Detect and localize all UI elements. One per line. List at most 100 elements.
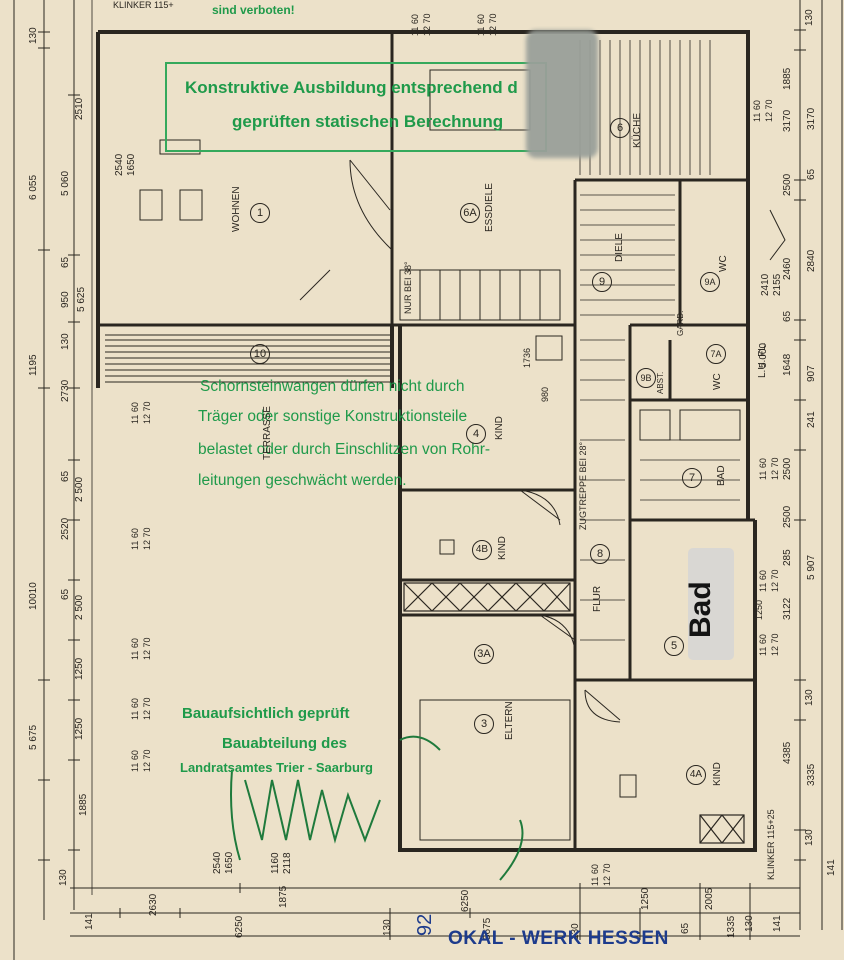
dim-right-11: 241 bbox=[806, 411, 817, 428]
room-7a-name: WC bbox=[712, 373, 723, 390]
dim-left-inner-12: 1250 bbox=[74, 717, 85, 740]
dim-misc-3: 2118 bbox=[282, 852, 293, 874]
dim-right-2: 3170 bbox=[782, 109, 793, 132]
dim-bottom-10: 2005 bbox=[704, 887, 715, 910]
dim-misc-9: 1250 bbox=[754, 599, 764, 620]
room-4b-name: KIND bbox=[497, 536, 508, 560]
room-10-name: TERRASSE bbox=[262, 406, 273, 460]
dim-bottom-8: 1250 bbox=[640, 887, 651, 910]
bad-label: Bad bbox=[684, 581, 717, 638]
dim-left-inner-6: 2 500 bbox=[74, 476, 85, 502]
dim-left-inner-9: 65 bbox=[60, 588, 71, 600]
dim-height-b: 12 70 bbox=[142, 401, 152, 424]
room-4-name: KIND bbox=[494, 416, 505, 440]
room-8-number: 8 bbox=[590, 544, 610, 564]
room-6a-number: 6A bbox=[460, 203, 480, 223]
room-9a-name: WC bbox=[718, 255, 729, 272]
room-4-number: 4 bbox=[466, 424, 486, 444]
room-9b-number: 9B bbox=[636, 368, 656, 388]
dim-bottom-4: 130 bbox=[382, 919, 393, 936]
dim-right-10: 907 bbox=[806, 365, 817, 382]
company-name: OKAL - WERK HESSEN bbox=[448, 928, 669, 949]
redacted-patch bbox=[526, 30, 598, 158]
klinker-top-label: KLINKER 115+ bbox=[113, 0, 174, 10]
dim-bottom-9: 65 bbox=[680, 922, 691, 934]
dim-height-n: 12 70 bbox=[770, 457, 780, 480]
dim-height-u: 11 60 bbox=[410, 14, 420, 36]
dim-height-r: 12 70 bbox=[770, 633, 780, 656]
dim-bottom-0: 141 bbox=[84, 913, 95, 930]
dim-left-outer-6: 1885 bbox=[78, 793, 89, 816]
dim-bottom-3: 1875 bbox=[278, 885, 289, 908]
dim-bottom-11: 1335 bbox=[726, 915, 737, 938]
dim-misc-4: 1736 bbox=[522, 347, 532, 368]
dim-left-outer-0: 130 bbox=[28, 27, 39, 44]
dim-left-inner-8: 2520 bbox=[60, 517, 71, 540]
approval-line-3: Landratsamtes Trier - Saarburg bbox=[180, 760, 373, 775]
dim-height-g: 11 60 bbox=[130, 698, 140, 720]
dim-right-18: 130 bbox=[804, 829, 815, 846]
room-4b-number: 4B bbox=[472, 540, 492, 560]
dim-right-5: 2500 bbox=[782, 173, 793, 196]
dim-height-c: 11 60 bbox=[130, 528, 140, 550]
dim-height-q: 11 60 bbox=[758, 634, 768, 656]
dim-left-inner-4: 130 bbox=[60, 333, 71, 350]
dim-height-m: 11 60 bbox=[758, 458, 768, 480]
note-line-2: Träger oder sonstige Konstruktionsteile bbox=[198, 408, 468, 425]
approval-line-2: Bauabteilung des bbox=[222, 735, 348, 752]
dim-right-14: 3122 bbox=[782, 597, 793, 620]
room-9-name: DIELE bbox=[614, 233, 625, 262]
dim-right-15: 130 bbox=[804, 689, 815, 706]
dim-misc-12: 2540 bbox=[212, 851, 223, 874]
dim-height-w: 11 60 bbox=[476, 14, 486, 36]
dim-height-h: 12 70 bbox=[142, 697, 152, 720]
note-line-3: belastet oder durch Einschlitzen von Roh… bbox=[198, 441, 491, 458]
room-7a-number: 7A bbox=[706, 344, 726, 364]
dim-right-9: 1648 bbox=[782, 353, 793, 376]
note-line-4: leitungen geschwächt werden. bbox=[198, 472, 407, 489]
dim-right-16: 3335 bbox=[806, 763, 817, 786]
dim-left-outer-7: 130 bbox=[58, 869, 69, 886]
dim-misc-6: 2410 bbox=[760, 273, 771, 296]
dim-misc-10: 285 bbox=[782, 549, 793, 566]
dim-left-inner-7: 65 bbox=[60, 470, 71, 482]
dim-left-outer-5: 5 675 bbox=[28, 724, 39, 750]
dim-misc-0: 2540 bbox=[114, 153, 125, 176]
header-note: sind verboten! bbox=[212, 3, 295, 17]
static-calc-stamp bbox=[165, 62, 547, 152]
dim-misc-2: 1160 bbox=[270, 852, 281, 874]
dim-bottom-5: 6250 bbox=[460, 889, 471, 912]
zugtreppe-label: ZUGTREPPE BEI 28° bbox=[578, 441, 588, 530]
dim-height-j: 12 70 bbox=[142, 749, 152, 772]
dim-left-inner-5: 2730 bbox=[60, 379, 71, 402]
dim-left-outer-4: 10010 bbox=[28, 582, 39, 610]
dim-right-17: 4385 bbox=[782, 741, 793, 764]
room-6a-name: ESSDIELE bbox=[484, 183, 495, 232]
room-6-name: KÜCHE bbox=[632, 112, 643, 148]
dim-left-outer-1: 6 055 bbox=[28, 174, 39, 200]
note-line-1: Schornsteinwangen dürfen nicht durch bbox=[200, 378, 465, 395]
stamp-line-2: geprüften statischen Berechnung bbox=[232, 112, 504, 131]
dim-bottom-13: 141 bbox=[772, 915, 783, 932]
dim-right-3: 3170 bbox=[806, 107, 817, 130]
dim-right-13: 5 907 bbox=[806, 554, 817, 580]
room-7-number: 7 bbox=[682, 468, 702, 488]
dim-height-p: 12 70 bbox=[770, 569, 780, 592]
room-9a-number: 9A bbox=[700, 272, 720, 292]
dim-left-inner-11: 1250 bbox=[74, 657, 85, 680]
dim-right-0: 130 bbox=[804, 9, 815, 26]
room-3-number: 3 bbox=[474, 714, 494, 734]
dim-height-v: 12 70 bbox=[422, 13, 432, 36]
dim-misc-8: 5 000 bbox=[758, 342, 769, 368]
dim-height-s: 11 60 bbox=[590, 864, 600, 886]
room-3-name: ELTERN bbox=[504, 701, 515, 740]
dim-right-7: 2460 bbox=[782, 257, 793, 280]
dim-height-f: 12 70 bbox=[142, 637, 152, 660]
dim-left-inner-0: 2510 bbox=[74, 97, 85, 120]
room-9b-name: ABST. bbox=[656, 371, 665, 394]
dim-bottom-1: 2630 bbox=[148, 893, 159, 916]
approval-line-1: Bauaufsichtlich geprüft bbox=[182, 705, 350, 722]
dim-height-l: 12 70 bbox=[764, 99, 774, 122]
room-1-number: 1 bbox=[250, 203, 270, 223]
